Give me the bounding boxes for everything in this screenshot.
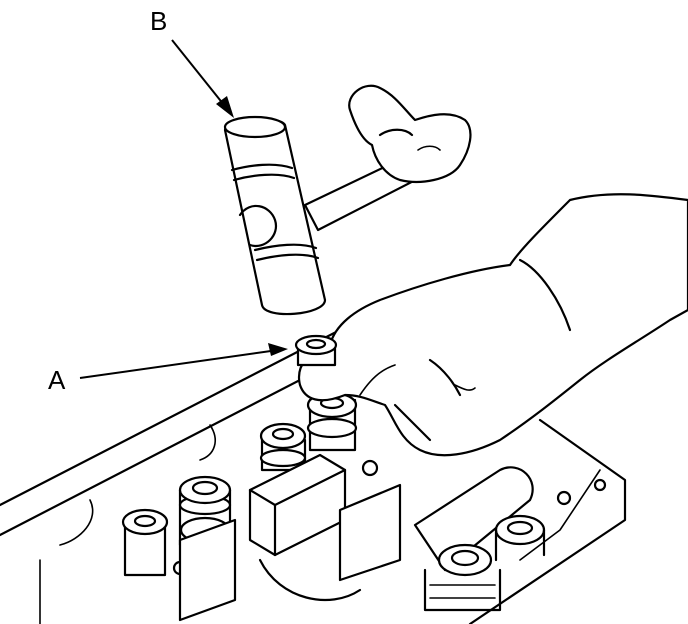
callout-leader-b xyxy=(171,39,234,118)
cylinder-head xyxy=(0,328,627,624)
callout-label-b: B xyxy=(150,6,167,36)
callout-label-a: A xyxy=(48,365,66,395)
tappet-lifters xyxy=(413,466,546,612)
valve-spring-rear-left xyxy=(121,508,169,577)
hammer-hand xyxy=(348,84,472,183)
callout-leader-a xyxy=(79,343,288,379)
valve-spring-mid xyxy=(259,422,307,472)
valve-spring-front xyxy=(306,391,358,452)
cam-journal-block xyxy=(178,453,402,622)
holding-hand xyxy=(294,193,688,457)
